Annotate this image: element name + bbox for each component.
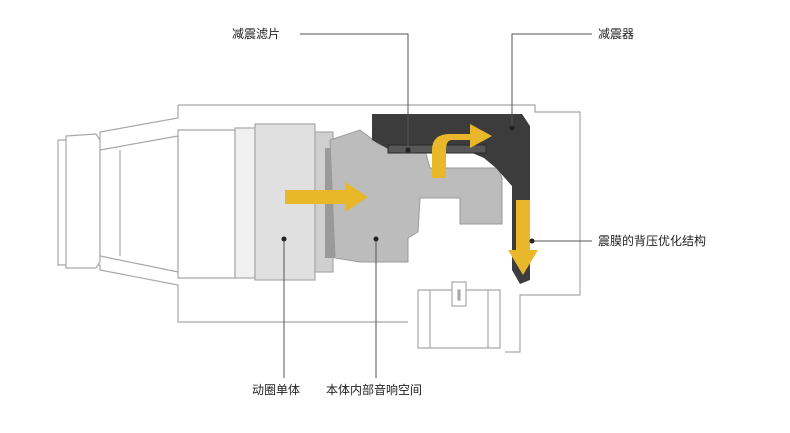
arrow-right bbox=[285, 182, 368, 212]
stem-structure bbox=[417, 281, 501, 349]
nozzle bbox=[65, 129, 236, 279]
airflow-arrows bbox=[285, 124, 538, 275]
leader-lines bbox=[283, 33, 592, 378]
leader-dots bbox=[281, 125, 535, 244]
arrow-curve-up bbox=[432, 124, 492, 178]
label-damping-filter: 减震滤片 bbox=[232, 27, 281, 41]
arrow-down bbox=[508, 200, 538, 275]
label-internal-chamber: 本体内部音响空间 bbox=[326, 383, 423, 397]
label-damper: 减震器 bbox=[598, 27, 635, 41]
label-diaphragm-backpressure: 震膜的背压优化结构 bbox=[598, 234, 707, 248]
damper-body bbox=[372, 114, 530, 284]
label-driver-unit: 动圈单体 bbox=[252, 383, 301, 397]
